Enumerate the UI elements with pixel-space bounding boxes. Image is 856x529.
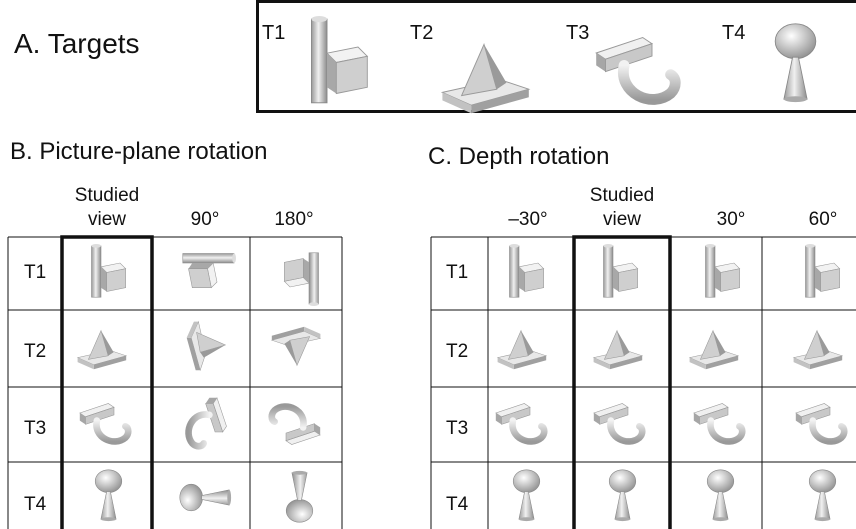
c-t2-studied xyxy=(593,330,643,370)
c-t2-minus30 xyxy=(497,330,547,370)
b-t3-studied xyxy=(80,404,128,442)
b-t1-180 xyxy=(283,252,319,307)
c-t1-60 xyxy=(805,243,841,298)
c-t2-60 xyxy=(793,330,843,370)
b-col-180: 180° xyxy=(274,209,314,230)
target-label-t4: T4 xyxy=(722,22,746,44)
c-col-30: 30° xyxy=(716,209,746,230)
target-object-t2 xyxy=(441,43,530,115)
c-t1-studied xyxy=(603,243,639,298)
c-t4-minus30 xyxy=(512,469,541,522)
target-object-t3 xyxy=(596,38,675,100)
c-t3-30 xyxy=(694,404,742,442)
target-label-t2: T2 xyxy=(410,22,434,44)
c-t3-studied xyxy=(594,404,642,442)
table-c-grid xyxy=(430,236,856,529)
b-studied-view-highlight xyxy=(60,235,154,529)
c-t4-60 xyxy=(808,469,837,522)
section-c-title: C. Depth rotation xyxy=(428,143,610,170)
c-t3-minus30 xyxy=(496,404,544,442)
c-t3-60 xyxy=(796,404,844,442)
c-t4-30 xyxy=(706,469,735,522)
b-row-t3: T3 xyxy=(24,418,47,439)
b-t3-90 xyxy=(189,398,227,446)
b-t2-90 xyxy=(186,321,226,371)
section-a-title: A. Targets xyxy=(14,28,140,59)
b-row-t2: T2 xyxy=(24,341,47,362)
c-col-studied-view: Studied view xyxy=(589,185,655,230)
c-t1-30 xyxy=(705,243,741,298)
b-col-90: 90° xyxy=(190,209,220,230)
c-row-t3: T3 xyxy=(446,418,469,439)
c-row-t2: T2 xyxy=(446,341,469,362)
c-row-t4: T4 xyxy=(446,494,469,515)
section-b-title: B. Picture-plane rotation xyxy=(10,138,268,165)
b-t2-180 xyxy=(271,326,321,366)
b-t4-studied xyxy=(94,469,123,522)
b-t1-90 xyxy=(182,253,237,289)
b-t1-studied xyxy=(91,243,127,298)
b-t4-90 xyxy=(179,483,232,512)
c-t4-studied xyxy=(608,469,637,522)
c-col-60: 60° xyxy=(808,209,838,230)
target-label-t3: T3 xyxy=(566,22,590,44)
b-t2-studied xyxy=(77,330,127,370)
targets-box xyxy=(256,0,856,113)
b-row-t4: T4 xyxy=(24,494,47,515)
c-col-minus30: –30° xyxy=(508,209,548,230)
b-row-t1: T1 xyxy=(24,262,47,283)
target-label-t1: T1 xyxy=(262,22,286,44)
b-t3-180 xyxy=(272,407,320,445)
target-object-t4 xyxy=(774,23,817,103)
b-col-studied-view: Studied view xyxy=(74,185,140,230)
c-t1-minus30 xyxy=(509,243,545,298)
target-object-t1 xyxy=(310,15,369,104)
c-row-t1: T1 xyxy=(446,262,469,283)
b-t4-180 xyxy=(285,470,314,523)
c-t2-30 xyxy=(689,330,739,370)
c-studied-view-highlight xyxy=(572,235,672,529)
